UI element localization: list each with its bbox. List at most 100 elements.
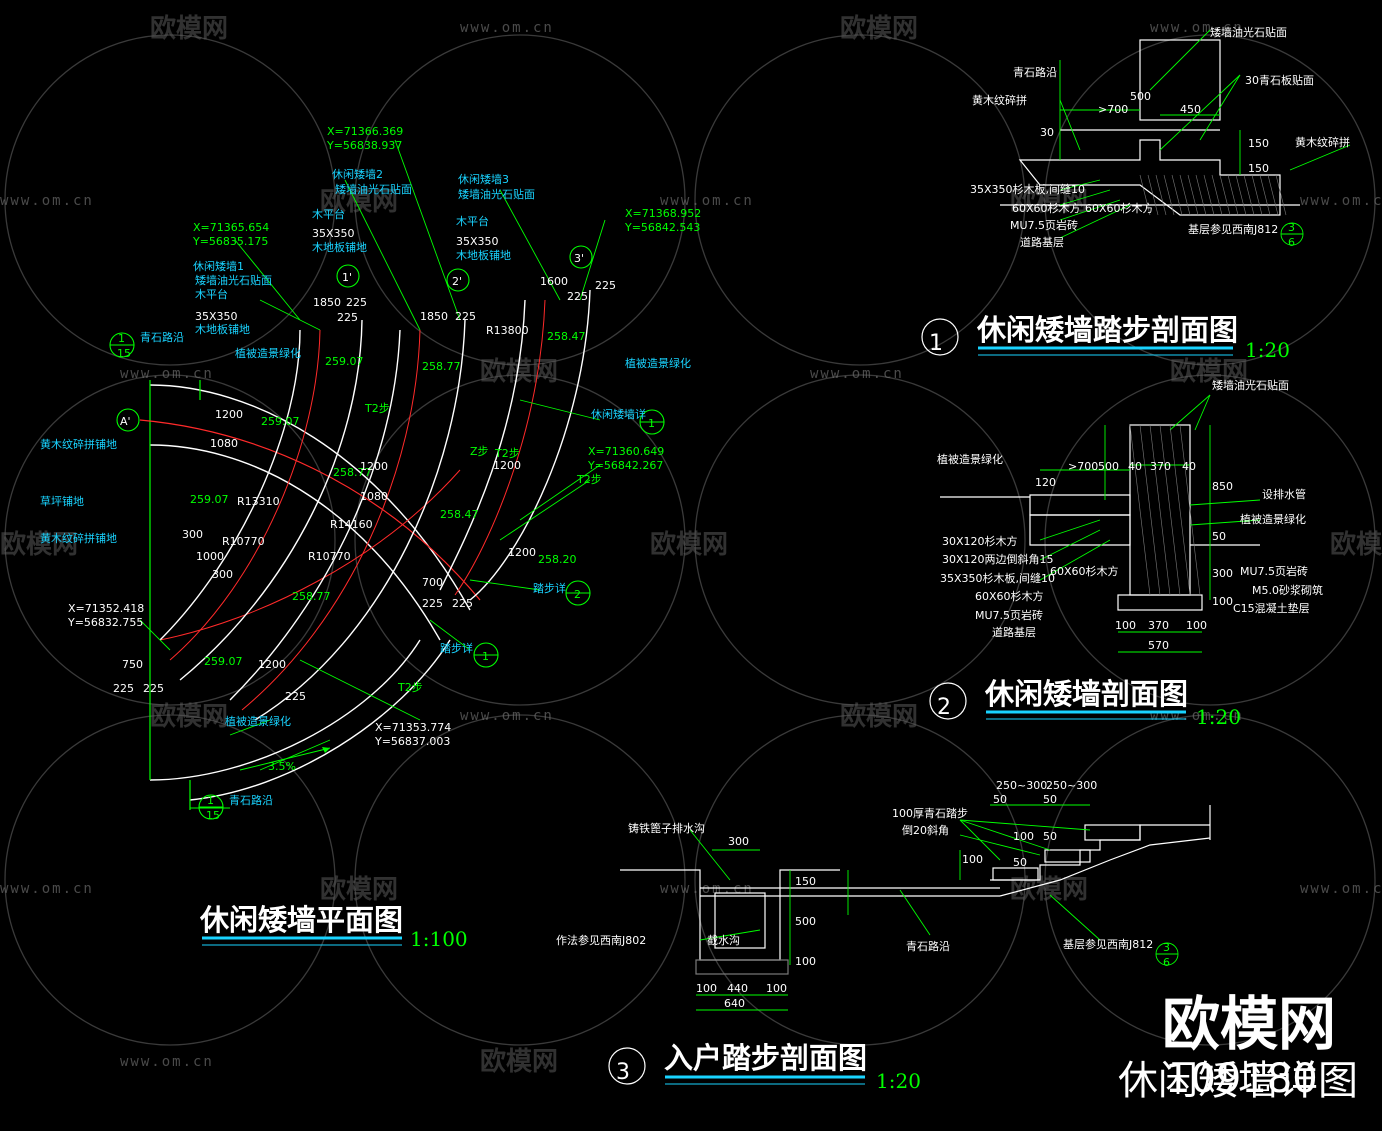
s1-label: 60X60杉木方: [1085, 201, 1154, 215]
hatch-line: [1139, 424, 1161, 596]
hatch-line: [1149, 424, 1171, 596]
plan-drawing: X=71366.369 Y=56838.937 X=71365.654 Y=56…: [40, 125, 701, 951]
step-label: Z步: [470, 445, 489, 458]
plan-title: 休闲矮墙平面图: [199, 903, 403, 937]
wm-brand: 欧模网: [320, 874, 398, 905]
s2-label: 设排水管: [1262, 487, 1306, 501]
s3-scale: 1:20: [876, 1069, 921, 1093]
wall-label: 矮墙油光石贴面: [335, 182, 412, 196]
wall-label: 矮墙油光石贴面: [458, 187, 535, 201]
wm-url: www.om.cn: [1300, 193, 1382, 209]
s3-dim: 50: [993, 793, 1007, 806]
level-label: 258.47: [440, 508, 479, 521]
material-label: 青石路沿: [140, 331, 184, 344]
level-label: 258.20: [538, 553, 577, 566]
material-label: 黄木纹碎拼铺地: [40, 437, 117, 451]
wall-label: 休闲矮墙2: [332, 167, 383, 181]
wall-label: 木平台: [195, 287, 228, 301]
axis-label: 3': [574, 252, 584, 265]
wm-url: www.om.cn: [460, 20, 554, 36]
s1-num: 1: [929, 331, 943, 356]
wall-label: 木地板铺地: [456, 248, 511, 262]
s3-num: 3: [616, 1060, 630, 1085]
material-label: 青石路沿: [229, 794, 273, 807]
coord-label: Y=56835.175: [192, 235, 268, 248]
hatch-line: [1159, 424, 1181, 596]
s2-title: 休闲矮墙剖面图: [984, 677, 1188, 711]
material-label: 植被造景绿化: [625, 356, 691, 370]
dim-label: 1200: [493, 459, 521, 472]
coord-label: X=71366.369: [327, 125, 403, 138]
s2-dim: 50: [1212, 530, 1226, 543]
coord-label: Y=56842.543: [624, 221, 700, 234]
s1-label: 黄木纹碎拼: [1295, 135, 1350, 149]
level-label: 259.07: [261, 415, 300, 428]
callout-num: 1: [118, 332, 125, 345]
section-1-drawing: 矮墙油光石贴面 青石路沿 30青石板贴面 黄木纹碎拼 黄木纹碎拼 35X350杉…: [921, 25, 1351, 362]
wall-label: 木平台: [456, 214, 489, 228]
watermark-texts: 欧模网 欧模网 欧模网 欧模网 欧模网 欧模网 欧模网 欧模网 欧模网 欧模网 …: [0, 13, 1382, 1077]
coord-label: Y=56837.003: [374, 735, 450, 748]
material-label: 踏步详: [533, 581, 566, 595]
s2-label: 35X350杉木板,间缝10: [940, 571, 1055, 585]
dim-label: R10770: [222, 535, 265, 548]
coord-label: Y=56842.267: [587, 459, 663, 472]
s1-ref: 6: [1288, 236, 1295, 249]
s2-label: 道路基层: [992, 625, 1036, 639]
wm-brand: 欧模网: [1170, 356, 1248, 387]
coord-label: X=71368.952: [625, 207, 701, 220]
section-3-drawing: 铸铁篦子排水沟 作法参见西南J802 截水沟 青石路沿 100厚青石踏步 倒20…: [556, 779, 1211, 1093]
s1-dim: 450: [1180, 103, 1201, 116]
hatch-line: [1259, 174, 1271, 216]
s3-dim: 50: [1013, 856, 1027, 869]
s1-label: 青石路沿: [1013, 66, 1057, 79]
dim-label: 300: [182, 528, 203, 541]
wm-brand: 欧模网: [150, 701, 228, 732]
s2-dim: 850: [1212, 480, 1233, 493]
dim-label: R10770: [308, 550, 351, 563]
s3-dim: 50: [1043, 793, 1057, 806]
s2-dim: 100: [1115, 619, 1136, 632]
wm-url: www.om.cn: [1150, 20, 1244, 36]
wm-brand: 欧模网: [320, 186, 398, 217]
hatch-line: [1219, 174, 1231, 216]
s3-dim: 100: [795, 955, 816, 968]
s2-dim: >700: [1068, 460, 1098, 473]
hatch-line: [1243, 174, 1255, 216]
wm-brand: 欧模网: [1010, 874, 1088, 905]
corner-watermark: 欧模网 109180 休闲矮墙详图: [1118, 990, 1358, 1104]
s3-dim: 100: [1013, 830, 1034, 843]
s3-label: 铸铁篦子排水沟: [628, 821, 705, 835]
dim-label: 225: [567, 290, 588, 303]
s2-dim: 370: [1150, 460, 1171, 473]
dim-label: 1200: [258, 658, 286, 671]
hatch-line: [1203, 174, 1215, 216]
hatch-line: [1129, 424, 1151, 596]
s3-label: 截水沟: [707, 933, 740, 947]
hatch-line: [1179, 174, 1191, 216]
material-label: 植被造景绿化: [235, 346, 301, 360]
dim-label: 225: [346, 296, 367, 309]
wall-3: [439, 289, 591, 601]
wall-label: 木平台: [312, 207, 345, 221]
section-2-drawing: 矮墙油光石贴面 植被造景绿化 设排水管 植被造景绿化 30X120杉木方 30X…: [929, 378, 1323, 729]
material-label: 草坪铺地: [40, 495, 84, 508]
s1-label: 黄木纹碎拼: [972, 93, 1027, 107]
hatch-line: [1155, 174, 1167, 216]
dim-label: 1080: [360, 490, 388, 503]
level-label: 258.77: [333, 466, 372, 479]
level-label: 258.47: [547, 330, 586, 343]
coord-label: Y=56832.755: [67, 616, 143, 629]
wm-url: www.om.cn: [660, 193, 754, 209]
wall-label: 35X350: [312, 227, 355, 240]
coord-label: Y=56838.937: [326, 139, 402, 152]
s1-dim: 30: [1040, 126, 1054, 139]
dim-label: 225: [337, 311, 358, 324]
s3-dim: 150: [795, 875, 816, 888]
wm-url: www.om.cn: [460, 708, 554, 724]
callout-num: 1: [648, 417, 655, 430]
s1-dim: 150: [1248, 137, 1269, 150]
level-label: 259.07: [325, 355, 364, 368]
